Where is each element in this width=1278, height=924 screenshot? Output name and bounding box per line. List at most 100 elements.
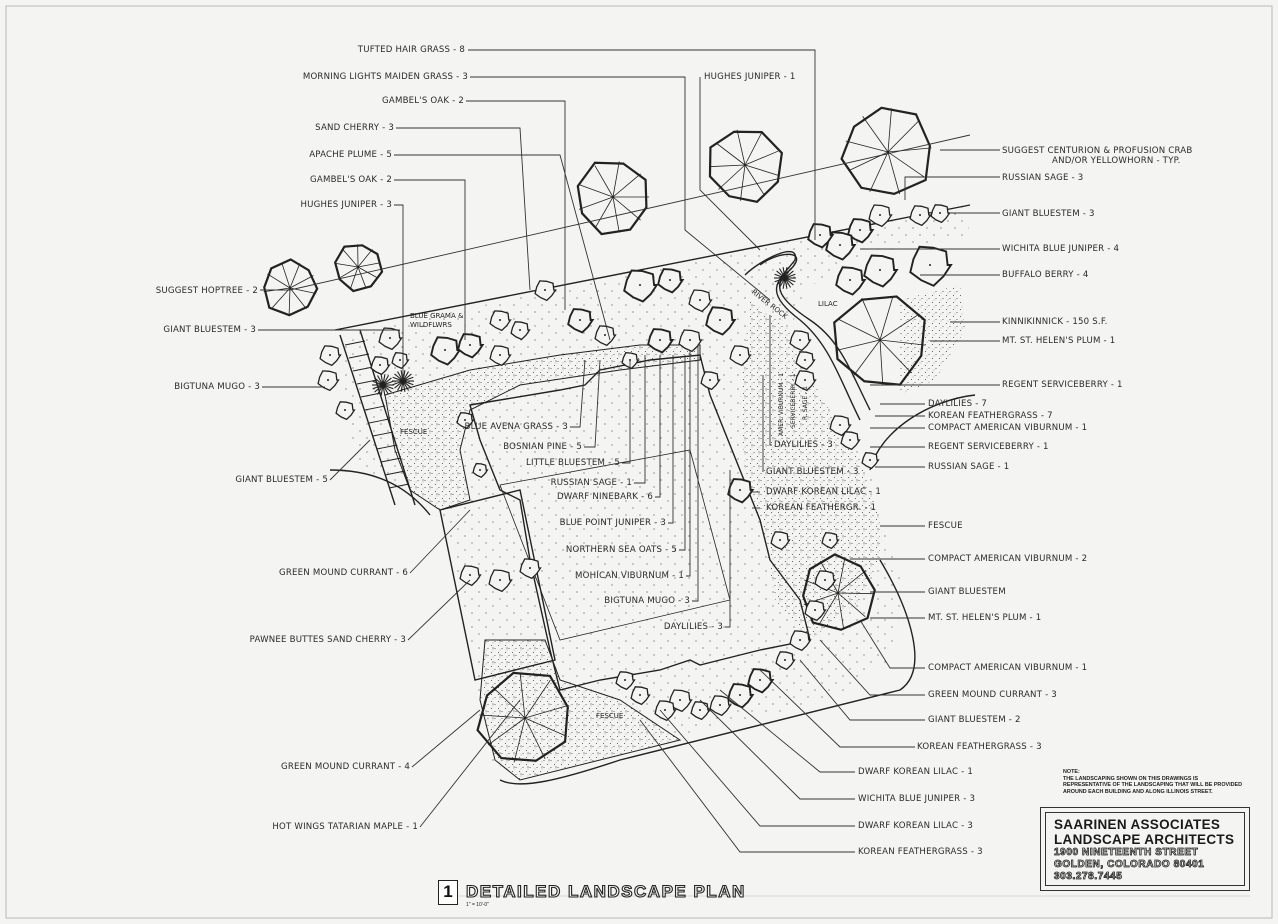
shrub-center-dot: [829, 539, 831, 541]
canopy-tree-icon: [576, 161, 650, 236]
label-fescue-west: FESCUE: [400, 428, 428, 436]
label-russian-sage-1: RUSSIAN SAGE - 1: [550, 478, 632, 488]
label-kinnikinnick: KINNIKINNICK - 150 S.F.: [1002, 317, 1108, 327]
shrub-icon: [909, 245, 953, 287]
shrub-center-dot: [849, 279, 851, 281]
label-blue-point-juniper: BLUE POINT JUNIPER - 3: [559, 518, 666, 528]
shrub-center-dot: [859, 229, 861, 231]
shrub-center-dot: [389, 337, 391, 339]
ornamental-grass-icon: [392, 370, 414, 392]
shrub-center-dot: [679, 699, 681, 701]
label-fescue-south: FESCUE: [596, 712, 624, 720]
label-giant-bluestem-3-east: GIANT BLUESTEM - 3: [766, 467, 859, 477]
shrub-center-dot: [849, 439, 851, 441]
label-giant-bluestem-3: GIANT BLUESTEM - 3: [163, 325, 256, 335]
label-daylilies-7: DAYLILIES - 7: [928, 399, 988, 409]
shrub-center-dot: [499, 579, 501, 581]
ornamental-grass-icon: [372, 374, 394, 396]
label-gambels-oak-2: GAMBEL'S OAK - 2: [310, 175, 392, 185]
label-giant-bluestem-2: GIANT BLUESTEM - 2: [928, 715, 1021, 725]
river-rock-path-2: [744, 250, 861, 421]
shrub-center-dot: [624, 679, 626, 681]
label-northern-sea-oats: NORTHERN SEA OATS - 5: [565, 545, 677, 555]
shrub-center-dot: [919, 214, 921, 216]
shrub-center-dot: [689, 339, 691, 341]
label-apache-plume: APACHE PLUME - 5: [309, 150, 392, 160]
kinnikinnick-bed: [900, 285, 965, 395]
label-serviceberry-inline: SERVICEBERRY - 1: [790, 373, 797, 428]
label-dwarf-korean-lilac-3: DWARF KOREAN LILAC - 3: [858, 821, 974, 831]
parking-strip: [439, 489, 556, 681]
shrub-masses: [317, 204, 953, 722]
label-dwarf-korean-lilac-1b: DWARF KOREAN LILAC - 1: [858, 767, 974, 777]
label-blue-avena-grass: BLUE AVENA GRASS - 3: [464, 422, 568, 432]
label-dwarf-ninebark: DWARF NINEBARK - 6: [556, 492, 653, 502]
curb-south: [499, 559, 916, 785]
note-heading: NOTE:: [1063, 769, 1080, 775]
label-daylilies-3: DAYLILIES - 3: [663, 622, 723, 632]
fescue-bed-east: [740, 300, 880, 640]
label-little-bluestem: LITTLE BLUESTEM - 5: [526, 458, 620, 468]
shrub-center-dot: [544, 289, 546, 291]
shrub-center-dot: [939, 212, 941, 214]
shrub-center-dot: [929, 264, 931, 266]
shrub-center-dot: [639, 694, 641, 696]
label-dwarf-korean-lilac-1: DWARF KOREAN LILAC - 1: [766, 487, 882, 497]
shrub-center-dot: [879, 214, 881, 216]
label-green-mound-currant-3: GREEN MOUND CURRANT - 3: [928, 690, 1057, 700]
label-bigtuna-mugo-3: BIGTUNA MUGO - 3: [604, 596, 690, 606]
label-korean-feathergrass-3b: KOREAN FEATHERGRASS - 3: [858, 847, 983, 857]
firm-name-line1: SAARINEN ASSOCIATES: [1054, 817, 1221, 832]
label-mohican-viburnum: MOHICAN VIBURNUM - 1: [575, 571, 684, 581]
shrub-center-dot: [499, 319, 501, 321]
label-compact-viburnum-2: COMPACT AMERICAN VIBURNUM - 2: [928, 554, 1088, 564]
shrub-center-dot: [469, 574, 471, 576]
label-russian-sage-3: RUSSIAN SAGE - 3: [1002, 173, 1084, 183]
shrub-center-dot: [799, 339, 801, 341]
river-rock-path-1: [759, 253, 871, 411]
canopy-tree-icon: [708, 129, 784, 204]
shrub-center-dot: [464, 419, 466, 421]
shrub-icon: [835, 266, 867, 296]
fescue-bed-west: [384, 344, 701, 511]
shrub-center-dot: [469, 344, 471, 346]
label-compact-viburnum-1b: COMPACT AMERICAN VIBURNUM - 1: [928, 663, 1088, 673]
label-daylilies-3-east: DAYLILIES - 3: [774, 440, 834, 450]
label-compact-viburnum-1: COMPACT AMERICAN VIBURNUM - 1: [928, 423, 1088, 433]
canopy-tree-icon: [333, 244, 384, 293]
firm-address-line2: GOLDEN, COLORADO 80401: [1054, 859, 1205, 871]
shrub-center-dot: [814, 609, 816, 611]
stepping-stones: [344, 340, 410, 489]
shrub-center-dot: [664, 709, 666, 711]
shrub-center-dot: [659, 339, 661, 341]
shrub-center-dot: [824, 579, 826, 581]
label-korean-feathergrass-3: KOREAN FEATHERGRASS - 3: [917, 742, 1042, 752]
shrub-center-dot: [839, 424, 841, 426]
shrub-center-dot: [327, 379, 329, 381]
shrub-icon: [705, 306, 737, 336]
shrub-center-dot: [699, 299, 701, 301]
shrub-center-dot: [399, 359, 401, 361]
label-giant-bluestem: GIANT BLUESTEM: [928, 587, 1006, 597]
label-wichita-blue-juniper-3: WICHITA BLUE JUNIPER - 3: [858, 794, 976, 804]
shrub-center-dot: [804, 359, 806, 361]
label-suggest-hoptree: SUGGEST HOPTREE - 2: [155, 286, 258, 296]
label-russian-sage-1-r: RUSSIAN SAGE - 1: [928, 462, 1010, 472]
label-buffalo-berry: BUFFALO BERRY - 4: [1002, 270, 1089, 280]
label-fescue: FESCUE: [928, 521, 963, 531]
shrub-center-dot: [499, 354, 501, 356]
note-text: THE LANDSCAPING SHOWN ON THIS DRAWINGS I…: [1063, 775, 1242, 795]
shrub-center-dot: [579, 319, 581, 321]
firm-phone: 303.278.7445: [1054, 871, 1123, 883]
shrub-center-dot: [669, 279, 671, 281]
shrub-center-dot: [709, 379, 711, 381]
shrub-center-dot: [604, 334, 606, 336]
label-regent-serviceberry: REGENT SERVICEBERRY - 1: [1002, 380, 1123, 390]
shrub-center-dot: [639, 284, 641, 286]
walk-edge-2: [359, 329, 416, 506]
shrub-center-dot: [779, 539, 781, 541]
canopy-tree-icon: [263, 258, 319, 317]
ornamental-grass-icon: [774, 267, 796, 289]
label-hot-wings-maple: HOT WINGS TATARIAN MAPLE - 1: [272, 822, 418, 832]
